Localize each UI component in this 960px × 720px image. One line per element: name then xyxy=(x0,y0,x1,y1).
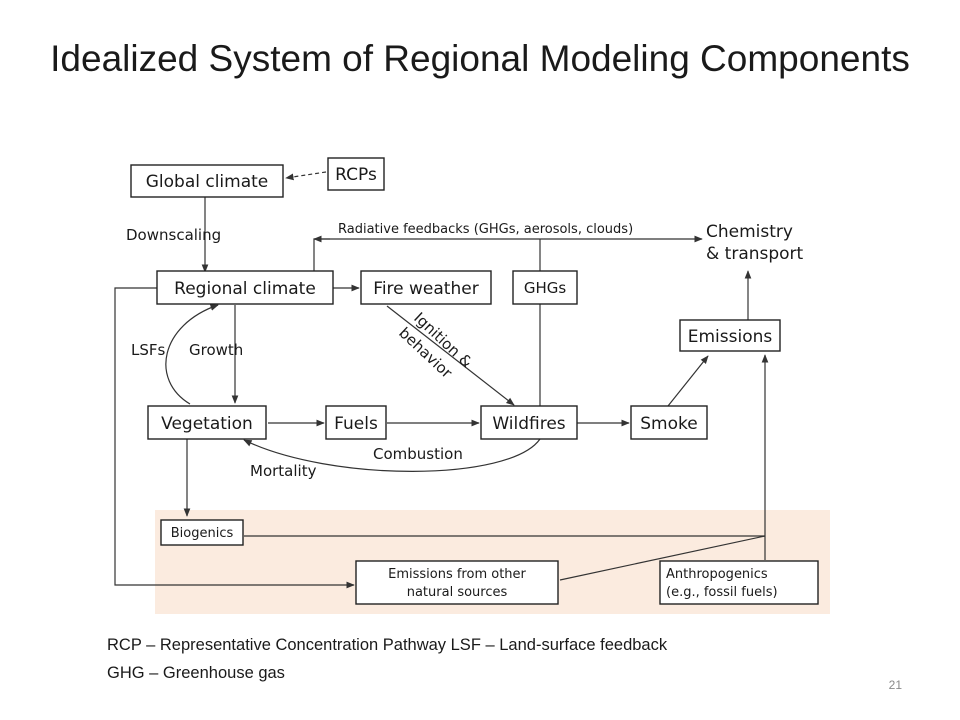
biogenics-label: Biogenics xyxy=(171,526,234,541)
rcps-label: RCPs xyxy=(335,165,377,185)
wildfires-label: Wildfires xyxy=(492,414,565,434)
ghgs-node: GHGs xyxy=(512,270,578,305)
vegetation-label: Vegetation xyxy=(161,414,253,434)
emissions-node: Emissions xyxy=(679,319,781,352)
downscaling-label: Downscaling xyxy=(126,226,221,244)
fuels-node: Fuels xyxy=(325,405,387,440)
combustion-label: Combustion xyxy=(373,445,463,463)
global-climate-label: Global climate xyxy=(146,172,269,192)
lsf-arrow xyxy=(165,304,219,405)
regional-to-other-natural-arrow xyxy=(114,287,355,589)
slide-title: Idealized System of Regional Modeling Co… xyxy=(50,38,910,79)
ignition-arrow xyxy=(386,305,515,406)
radiative-feedback-line xyxy=(313,238,540,272)
mortality-label: Mortality xyxy=(250,462,317,480)
transport-label: & transport xyxy=(706,244,804,264)
chemistry-transport-node: Chemistry & transport xyxy=(706,222,804,264)
other-natural-label-2: natural sources xyxy=(407,585,508,600)
growth-label: Growth xyxy=(189,341,243,359)
regional-climate-label: Regional climate xyxy=(174,279,316,299)
other-natural-out-line xyxy=(559,535,766,581)
anthropogenics-node: Anthropogenics (e.g., fossil fuels) xyxy=(659,560,819,605)
mortality-arrow xyxy=(243,438,541,472)
vegetation-node: Vegetation xyxy=(147,405,267,440)
biogenics-node: Biogenics xyxy=(160,519,244,546)
fire-weather-node: Fire weather xyxy=(360,270,492,305)
rcps-node: RCPs xyxy=(327,157,385,191)
anthropogenics-label-2: (e.g., fossil fuels) xyxy=(666,585,778,600)
lsfs-label: LSFs xyxy=(131,341,166,359)
regional-climate-node: Regional climate xyxy=(156,270,334,305)
legend-line-2: GHG – Greenhouse gas xyxy=(107,664,285,682)
other-natural-node: Emissions from other natural sources xyxy=(355,560,559,605)
emissions-label: Emissions xyxy=(688,327,773,347)
smoke-label: Smoke xyxy=(640,414,697,434)
anthropogenics-label-1: Anthropogenics xyxy=(666,567,768,582)
smoke-node: Smoke xyxy=(630,405,708,440)
ghgs-label: GHGs xyxy=(524,279,567,297)
global-climate-node: Global climate xyxy=(130,164,284,198)
legend-line-1: RCP – Representative Concentration Pathw… xyxy=(107,636,668,654)
rcps-to-global-arrow xyxy=(285,171,327,181)
smoke-to-emissions-arrow xyxy=(667,355,709,407)
connectors xyxy=(114,171,769,589)
radiative-feedbacks-label: Radiative feedbacks (GHGs, aerosols, clo… xyxy=(338,222,633,237)
fire-weather-label: Fire weather xyxy=(373,279,478,299)
page-number: 21 xyxy=(888,678,902,692)
chemistry-label: Chemistry xyxy=(706,222,793,242)
other-natural-label-1: Emissions from other xyxy=(388,567,526,582)
wildfires-node: Wildfires xyxy=(480,405,578,440)
fuels-label: Fuels xyxy=(334,414,378,434)
